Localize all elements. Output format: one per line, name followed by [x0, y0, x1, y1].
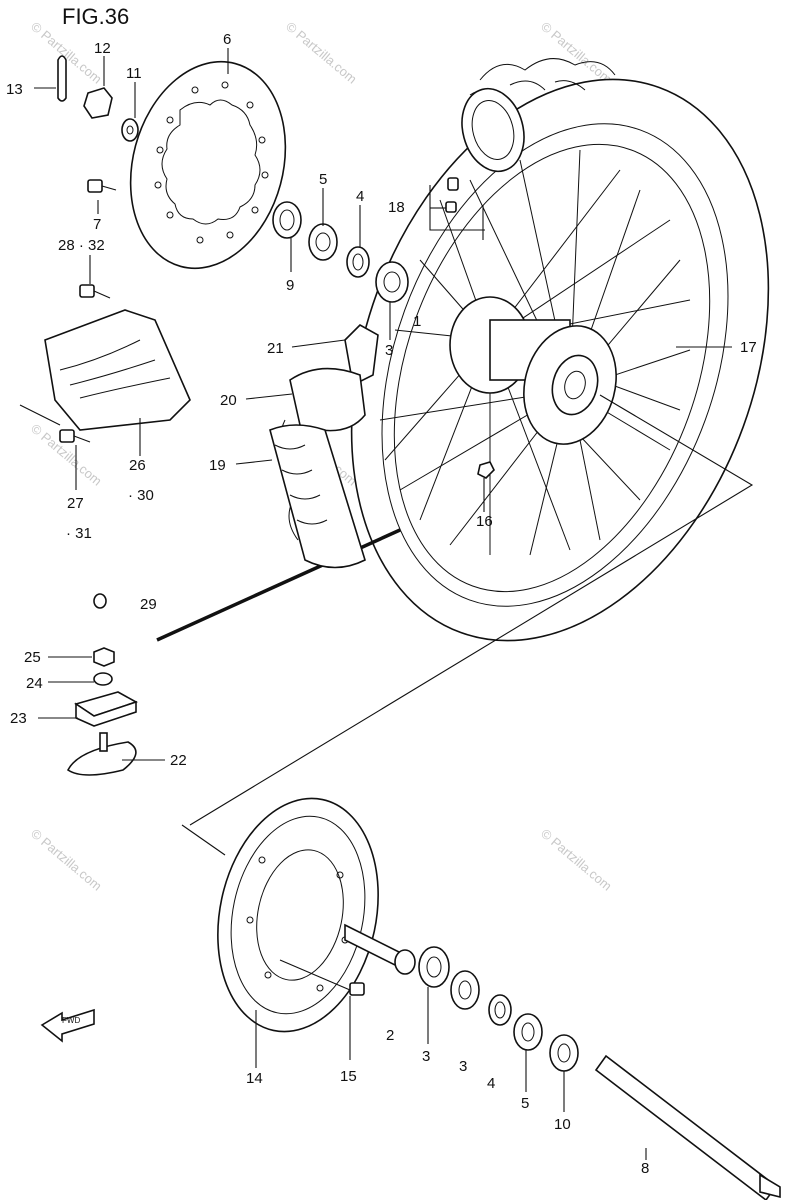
callout-19: 19: [209, 457, 226, 474]
callout-20: 20: [220, 392, 237, 409]
bolts: [59, 179, 117, 443]
callout-16: 16: [476, 513, 493, 530]
callout-2: 2: [386, 1027, 394, 1044]
callout-18: 18: [388, 199, 405, 216]
callout-15: 15: [340, 1068, 357, 1085]
callout-29: 29: [140, 596, 157, 613]
leader-lines: [34, 48, 732, 1160]
rear-axle: [594, 1054, 781, 1200]
rim-lock-parts: [66, 647, 138, 776]
watermark: © Partzilla.com: [538, 19, 615, 87]
callout-6: 6: [223, 31, 231, 48]
callout-28-32: 28 · 32: [58, 237, 105, 254]
callout-7: 7: [93, 216, 101, 233]
callout-30: · 30: [128, 487, 154, 504]
callout-3b: 3: [422, 1048, 430, 1065]
watermark: © Partzilla.com: [28, 826, 105, 894]
rim-band-tube: [269, 324, 379, 569]
callout-17: 17: [740, 339, 757, 356]
bulb: [93, 593, 107, 609]
figure-title: FIG.36: [62, 4, 130, 29]
callout-8: 8: [641, 1160, 649, 1177]
fwd-label: FWD: [62, 1016, 80, 1025]
callout-9: 9: [286, 277, 294, 294]
callout-25: 25: [24, 649, 41, 666]
callout-10: 10: [554, 1116, 571, 1133]
callout-12: 12: [94, 40, 111, 57]
watermark: © Partzilla.com: [538, 826, 615, 894]
fwd-arrow: FWD: [40, 1008, 95, 1043]
rear-wheel: [280, 58, 770, 642]
brake-disc: [129, 60, 287, 270]
hub-bearings-right: [344, 923, 579, 1072]
callout-27: 27: [67, 495, 84, 512]
callout-24: 24: [26, 675, 43, 692]
callout-31: · 31: [66, 525, 92, 542]
callout-11: 11: [126, 65, 142, 82]
valve-cap: [445, 177, 484, 240]
callout-3c: 3: [459, 1058, 467, 1075]
callout-26: 26: [129, 457, 146, 474]
sprocket-bolt: [279, 959, 365, 996]
callout-5: 5: [319, 171, 327, 188]
callout-23: 23: [10, 710, 27, 727]
callout-3: 3: [385, 342, 393, 359]
callout-4: 4: [356, 188, 364, 205]
callout-13: 13: [6, 81, 23, 98]
callout-21: 21: [267, 340, 284, 357]
rear-sprocket: [217, 797, 379, 1033]
watermark: © Partzilla.com: [283, 19, 360, 87]
pin-nut-washer: [57, 55, 139, 142]
hub-bearings-left: [272, 201, 409, 303]
callout-4b: 4: [487, 1075, 495, 1092]
disc-guard: [19, 309, 191, 431]
callout-1: 1: [413, 313, 421, 330]
callout-14: 14: [246, 1070, 263, 1087]
callout-22: 22: [170, 752, 187, 769]
callout-5b: 5: [521, 1095, 529, 1112]
callout-labels: 13 12 11 6 7 28 · 32 5 4 9 3 18 1 17 21 …: [6, 31, 757, 1177]
